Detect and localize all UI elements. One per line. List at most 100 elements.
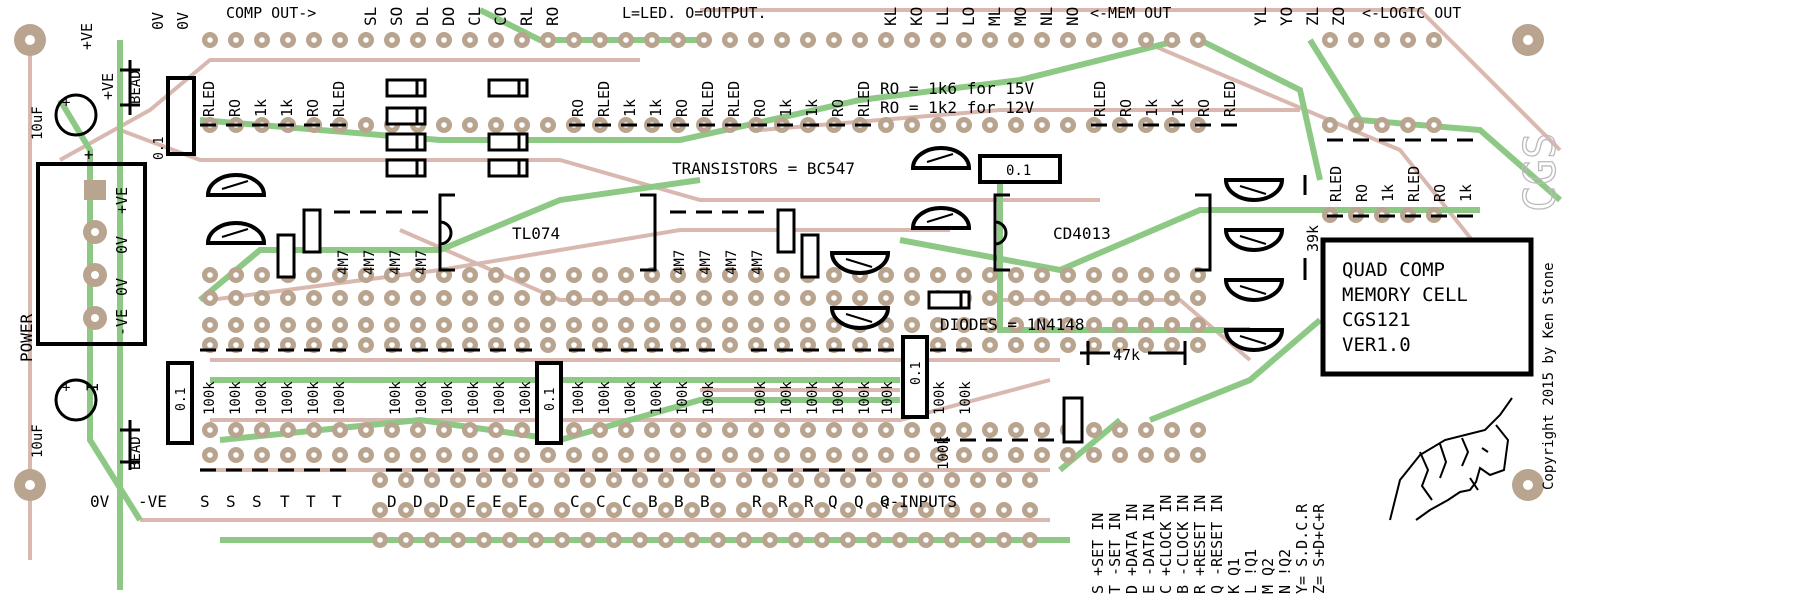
bypass-cap-label: 0.1 — [174, 388, 189, 411]
resistor-100k-label: 100k — [779, 381, 795, 415]
resistor-label: RO — [304, 99, 322, 117]
ic-cd4013-label: CD4013 — [1053, 224, 1111, 243]
input-pin-label: E — [492, 492, 502, 511]
resistor-4m7-label: 4M7 — [698, 250, 714, 275]
input-pin-label: D — [413, 492, 423, 511]
input-pin-label: D — [387, 492, 397, 511]
logic-out-col-label: ZO — [1329, 7, 1348, 26]
cgs-logo-text: CGS — [1515, 133, 1566, 212]
comp-out-col-label: CO — [491, 7, 510, 26]
plus-ve-top-label: +VE — [78, 23, 96, 50]
decoupling-cap-top — [166, 76, 196, 156]
mem-out-col-label: KO — [907, 7, 926, 26]
resistor-100k-label: 100k — [254, 381, 270, 415]
input-pin-label: T — [280, 492, 290, 511]
pin-legend-item: S +SET IN — [1089, 513, 1107, 594]
resistor-4m7-label: 4M7 — [750, 250, 766, 275]
resistor-label: 1k — [647, 99, 665, 117]
pin-legend-item: M Q2 — [1259, 558, 1277, 594]
zero-v-b-label: 0V — [174, 12, 192, 30]
resistor-100k-label: 100k — [466, 381, 482, 415]
pin-legend-item: Y= S.D.C.R — [1293, 503, 1311, 594]
resistor-label: RO — [569, 99, 587, 117]
resistor-label: 1k — [803, 99, 821, 117]
resistor-label: RLED — [330, 81, 348, 117]
power-pin-labels: 0V -VE — [90, 492, 167, 511]
resistor-100k-label: 100k — [958, 381, 974, 415]
comp-out-col-label: SL — [361, 7, 380, 26]
power-pin-label: -VE — [138, 492, 167, 511]
cap-top-label: 10uF — [30, 106, 46, 140]
resistor-100k-label: 100k — [518, 381, 534, 415]
resistor-100k-label: 100k — [623, 381, 639, 415]
resistor-label: 1k — [1143, 99, 1161, 117]
resistor-100k-label: 100k — [649, 381, 665, 415]
resistor-100k-label: 100k — [675, 381, 691, 415]
cgs-logo: CGS — [1514, 132, 1566, 213]
resistor-label: 1k — [777, 99, 795, 117]
input-pin-label: R — [778, 492, 788, 511]
resistor-label: RLED — [1221, 81, 1239, 117]
mem-out-col-label: LO — [959, 7, 978, 26]
decoupling-cap-top-label: 0.1 — [152, 137, 167, 160]
title-line-1: QUAD COMP — [1342, 259, 1445, 281]
svg-text:+: + — [84, 145, 94, 164]
resistor-100k-label: 100k — [805, 381, 821, 415]
mem-out-col-label: NL — [1037, 7, 1056, 26]
comp-out-col-label: RO — [543, 7, 562, 26]
input-pin-label: B — [648, 492, 658, 511]
resistor-label: 1k — [278, 99, 296, 117]
diode-outlines — [385, 78, 971, 310]
bypass-cap-label: 0.1 — [543, 388, 558, 411]
input-pin-label: T — [332, 492, 342, 511]
unicorn-icon — [1389, 397, 1513, 521]
input-pin-label: E — [466, 492, 476, 511]
resistor-label: RO — [1353, 184, 1371, 202]
mem-out-col-label: KL — [881, 7, 900, 26]
pin-legend-item: Z= S+D+C+R — [1310, 503, 1328, 594]
resistor-100k-label: 100k — [936, 436, 952, 470]
pin-legend-item: D +DATA IN — [1123, 504, 1141, 594]
input-pin-label: S — [200, 492, 210, 511]
resistor-100k-label: 100k — [753, 381, 769, 415]
resistor-100k-label: 100k — [306, 381, 322, 415]
input-pin-label: S — [252, 492, 262, 511]
comp-out-col-label: SO — [387, 7, 406, 26]
resistor-100k-label: 100k — [388, 381, 404, 415]
ic-decoupling-cap — [978, 154, 1062, 184]
logic-out-col-label: ZL — [1303, 7, 1322, 26]
resistor-100k-label: 100k — [492, 381, 508, 415]
resistor-100k-label: 100k — [228, 381, 244, 415]
resistor-4m7-label: 4M7 — [414, 250, 430, 275]
power-pin-label: 0V — [90, 492, 110, 511]
diodes-note: DIODES = 1N4148 — [940, 315, 1085, 334]
resistor-label: RO — [226, 99, 244, 117]
electrolytic-cap-top — [54, 93, 98, 137]
resistor-4m7-label: 4M7 — [362, 250, 378, 275]
bead-top-label: BEAD — [128, 70, 144, 104]
power-connector-pin-label: -VE — [113, 309, 131, 336]
resistor-label: 1k — [1379, 184, 1397, 202]
resistor-100k-label: 100k — [932, 381, 948, 415]
resistor-100k-label: 100k — [880, 381, 896, 415]
resistor-4m7-label: 4M7 — [724, 250, 740, 275]
resistor-label: RO — [673, 99, 691, 117]
copyright-text: Copyright 2015 by Ken Stone — [1541, 262, 1557, 490]
ic-outlines: TL074 CD4013 0.1 — [438, 154, 1212, 272]
mem-out-label: <-MEM OUT — [1090, 4, 1171, 22]
resistor-100k-label: 100k — [414, 381, 430, 415]
resistor-label: RLED — [200, 81, 218, 117]
input-pin-label: E — [518, 492, 528, 511]
resistor-100k-label: 100k — [440, 381, 456, 415]
transistors-note: TRANSISTORS = BC547 — [672, 159, 855, 178]
resistor-label: 1k — [252, 99, 270, 117]
power-connector-pin-label: +VE — [113, 187, 131, 214]
input-pin-label: R — [752, 492, 762, 511]
